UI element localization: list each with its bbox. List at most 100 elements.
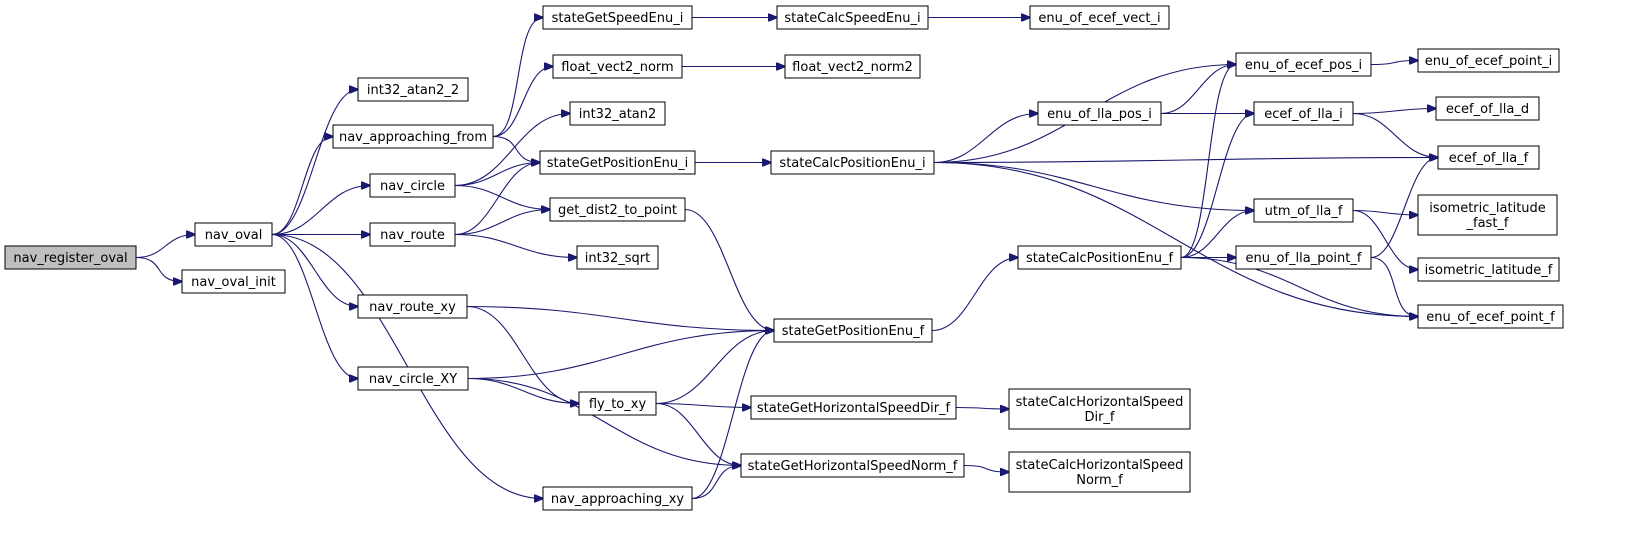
- node-label: utm_of_lla_f: [1265, 204, 1343, 219]
- node-box: [1437, 145, 1540, 170]
- node-nav-oval[interactable]: nav_oval: [194, 222, 273, 247]
- node-box: [1017, 245, 1182, 270]
- node-label: Norm_f: [1076, 473, 1123, 488]
- node-ecef-of-lla-i[interactable]: ecef_of_lla_i: [1253, 101, 1354, 126]
- edge-nav-oval-to-nav-circle-xy: [271, 233, 358, 379]
- node-nav-approaching-from[interactable]: nav_approaching_from: [332, 124, 494, 149]
- node-box: [1037, 101, 1162, 126]
- edge-fly-to-xy-to-state-get-horizontal-speed-norm-f: [655, 402, 741, 466]
- edge-nav-oval-to-int32-atan2-2: [271, 90, 358, 236]
- edge-nav-route-to-int32-sqrt: [454, 233, 577, 258]
- node-label: nav_approaching_from: [339, 130, 487, 145]
- node-enu-of-ecef-point-f[interactable]: enu_of_ecef_point_f: [1417, 304, 1564, 329]
- node-label: nav_circle: [380, 179, 445, 194]
- node-box: [1008, 451, 1191, 493]
- node-label: get_dist2_to_point: [558, 203, 677, 218]
- node-int32-atan2-2[interactable]: int32_atan2_2: [357, 77, 469, 102]
- node-box: [1417, 48, 1560, 73]
- node-nav-route-xy[interactable]: nav_route_xy: [357, 294, 468, 319]
- node-label: ecef_of_lla_d: [1446, 102, 1529, 117]
- node-label: nav_oval: [205, 228, 263, 243]
- node-label: nav_route_xy: [369, 300, 456, 315]
- node-box: [1417, 194, 1558, 236]
- node-label: stateGetHorizontalSpeedDir_f: [757, 401, 951, 416]
- node-enu-of-lla-pos-i[interactable]: enu_of_lla_pos_i: [1037, 101, 1162, 126]
- node-nav-route[interactable]: nav_route: [369, 222, 456, 247]
- node-layer: nav_register_oval nav_oval nav_oval_init in…: [4, 5, 1564, 511]
- node-box: [1235, 52, 1372, 77]
- node-state-calc-speed-enu-i[interactable]: stateCalcSpeedEnu_i: [776, 5, 929, 30]
- node-box: [1008, 388, 1191, 430]
- node-int32-sqrt[interactable]: int32_sqrt: [576, 245, 659, 270]
- node-label: Dir_f: [1084, 410, 1114, 425]
- node-state-calc-position-enu-i[interactable]: stateCalcPositionEnu_i: [770, 150, 935, 175]
- node-int32-atan2[interactable]: int32_atan2: [569, 101, 666, 126]
- node-box: [1235, 245, 1372, 270]
- node-ecef-of-lla-f[interactable]: ecef_of_lla_f: [1437, 145, 1540, 170]
- node-box: [576, 245, 659, 270]
- node-state-get-horizontal-speed-dir-f[interactable]: stateGetHorizontalSpeedDir_f: [750, 395, 957, 420]
- node-box: [539, 150, 696, 175]
- edge-nav-route-to-get-dist2-to-point: [454, 210, 550, 236]
- node-isometric-latitude-f[interactable]: isometric_latitude_f: [1417, 257, 1560, 282]
- node-nav-register-oval[interactable]: nav_register_oval: [4, 245, 137, 270]
- node-label: isometric_latitude_f: [1425, 263, 1553, 278]
- edge-state-calc-position-enu-f-to-enu-of-ecef-pos-i: [1180, 65, 1236, 259]
- edge-get-dist2-to-point-to-state-get-position-enu-f: [684, 208, 774, 331]
- node-utm-of-lla-f[interactable]: utm_of_lla_f: [1253, 198, 1354, 223]
- node-label: enu_of_ecef_point_i: [1425, 54, 1553, 69]
- node-box: [569, 101, 666, 126]
- node-enu-of-lla-point-f[interactable]: enu_of_lla_point_f: [1235, 245, 1372, 270]
- node-label: ecef_of_lla_f: [1449, 151, 1529, 166]
- edge-nav-route-xy-to-fly-to-xy: [466, 305, 579, 404]
- node-label: stateGetHorizontalSpeedNorm_f: [748, 459, 958, 474]
- node-box: [1253, 198, 1354, 223]
- node-nav-circle[interactable]: nav_circle: [369, 173, 456, 198]
- node-label: stateGetPositionEnu_i: [547, 156, 689, 171]
- node-fly-to-xy[interactable]: fly_to_xy: [578, 391, 657, 416]
- node-label: nav_oval_init: [191, 275, 276, 290]
- node-state-get-position-enu-f[interactable]: stateGetPositionEnu_f: [773, 318, 933, 343]
- node-nav-circle-xy[interactable]: nav_circle_XY: [357, 366, 469, 391]
- node-enu-of-ecef-vect-i[interactable]: enu_of_ecef_vect_i: [1029, 5, 1170, 30]
- node-isometric-latitude-fast-f[interactable]: isometric_latitude_fast_f: [1417, 194, 1558, 236]
- node-enu-of-ecef-point-i[interactable]: enu_of_ecef_point_i: [1417, 48, 1560, 73]
- edge-state-calc-position-enu-i-to-utm-of-lla-f: [933, 161, 1254, 211]
- node-nav-oval-init[interactable]: nav_oval_init: [181, 269, 286, 294]
- edge-state-calc-position-enu-f-to-utm-of-lla-f: [1180, 211, 1254, 259]
- node-label: stateCalcHorizontalSpeed: [1016, 395, 1184, 410]
- edge-fly-to-xy-to-state-get-position-enu-f: [655, 331, 774, 405]
- node-label: int32_sqrt: [585, 251, 650, 266]
- node-state-get-horizontal-speed-norm-f[interactable]: stateGetHorizontalSpeedNorm_f: [740, 453, 965, 478]
- edge-nav-approaching-from-to-state-get-position-enu-i: [492, 135, 540, 163]
- node-box: [4, 245, 137, 270]
- node-state-get-speed-enu-i[interactable]: stateGetSpeedEnu_i: [542, 5, 693, 30]
- node-label: fly_to_xy: [589, 397, 647, 412]
- node-float-vect2-norm2[interactable]: float_vect2_norm2: [784, 54, 921, 79]
- node-label: stateGetPositionEnu_f: [782, 324, 925, 339]
- node-box: [542, 5, 693, 30]
- node-box: [181, 269, 286, 294]
- node-label: nav_register_oval: [13, 251, 127, 266]
- node-label: enu_of_ecef_pos_i: [1245, 58, 1362, 73]
- node-box: [1253, 101, 1354, 126]
- edge-state-calc-position-enu-i-to-enu-of-lla-pos-i: [933, 114, 1038, 164]
- node-label: float_vect2_norm: [561, 60, 673, 75]
- edge-nav-approaching-from-to-state-get-speed-enu-i: [492, 18, 543, 138]
- node-ecef-of-lla-d[interactable]: ecef_of_lla_d: [1435, 96, 1540, 121]
- node-enu-of-ecef-pos-i[interactable]: enu_of_ecef_pos_i: [1235, 52, 1372, 77]
- edge-state-calc-position-enu-f-to-ecef-of-lla-i: [1180, 114, 1254, 259]
- node-float-vect2-norm[interactable]: float_vect2_norm: [552, 54, 683, 79]
- node-state-calc-position-enu-f[interactable]: stateCalcPositionEnu_f: [1017, 245, 1182, 270]
- edge-utm-of-lla-f-to-isometric-latitude-f: [1352, 209, 1418, 270]
- node-box: [552, 54, 683, 79]
- node-nav-approaching-xy[interactable]: nav_approaching_xy: [542, 486, 693, 511]
- node-box: [332, 124, 494, 149]
- node-state-get-position-enu-i[interactable]: stateGetPositionEnu_i: [539, 150, 696, 175]
- node-get-dist2-to-point[interactable]: get_dist2_to_point: [549, 197, 686, 222]
- edge-nav-circle-to-state-get-position-enu-i: [454, 163, 540, 187]
- edge-enu-of-lla-pos-i-to-enu-of-ecef-pos-i: [1160, 65, 1236, 115]
